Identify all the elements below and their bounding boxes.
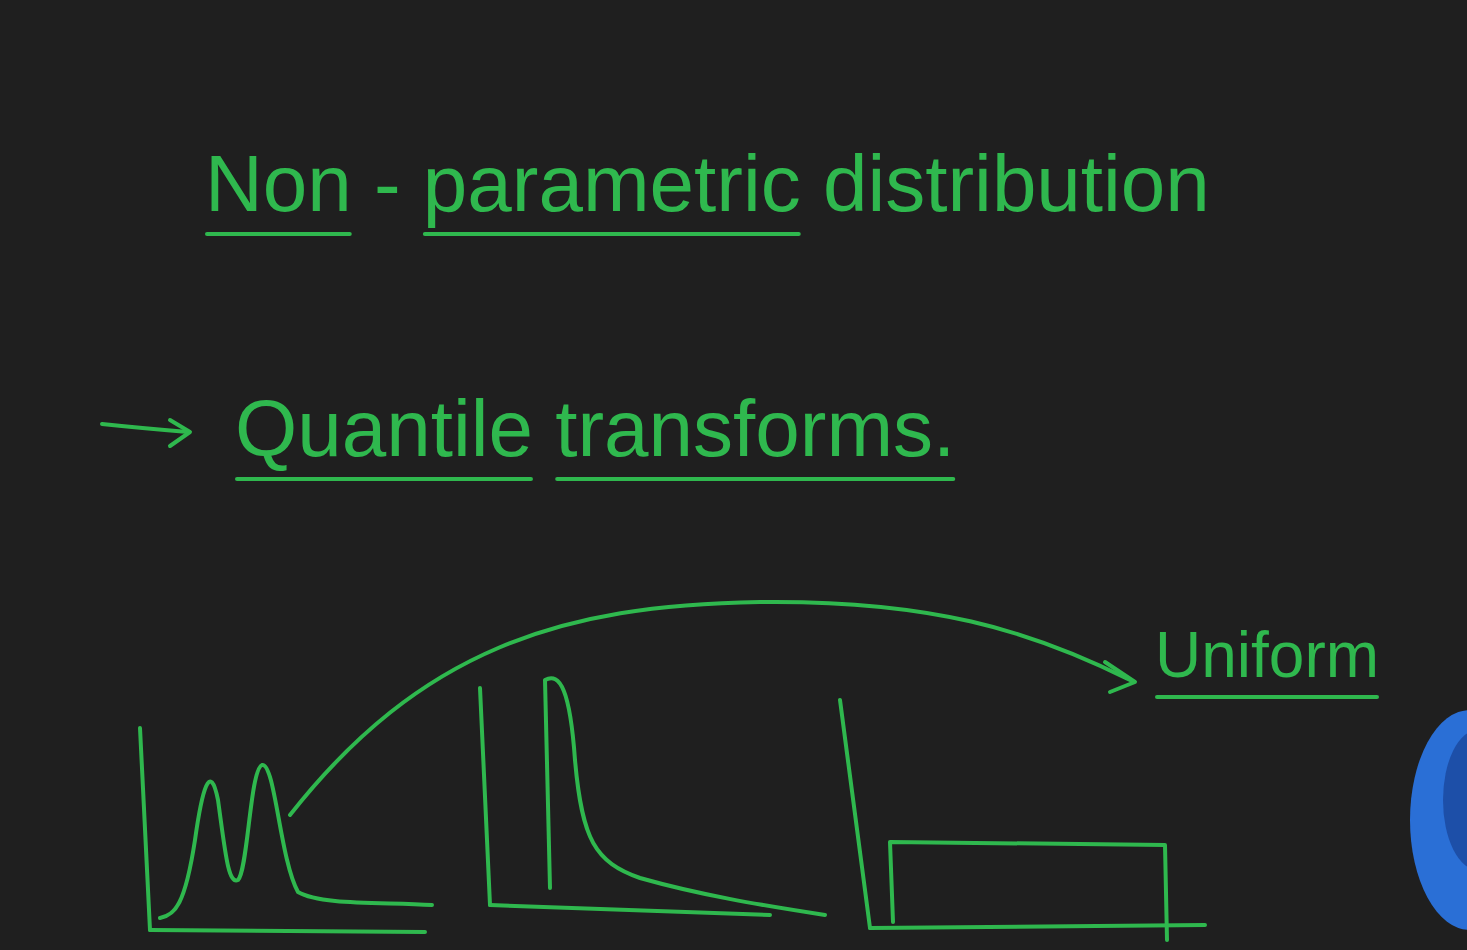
- presenter-avatar: [1443, 730, 1467, 870]
- axis: [480, 688, 490, 905]
- note-label: Uniform: [1155, 620, 1379, 690]
- underline: [237, 477, 531, 481]
- axis: [840, 700, 870, 928]
- title-text: Non - parametric distribution: [205, 140, 1210, 228]
- axis: [140, 728, 150, 930]
- underline: [207, 232, 350, 236]
- axis: [150, 930, 425, 932]
- axis: [490, 905, 770, 915]
- note-label: Quantile transforms.: [235, 385, 955, 473]
- underline: [425, 232, 799, 236]
- bullet-arrow-head: [170, 420, 190, 446]
- presenter-avatar: [1410, 710, 1467, 930]
- transform-arrow-head: [1105, 662, 1135, 692]
- bimodal-curve: [160, 765, 432, 918]
- axis: [870, 925, 1205, 928]
- underline: [1157, 695, 1377, 699]
- transform-arrow: [290, 602, 1130, 815]
- uniform-curve: [890, 842, 1167, 940]
- underline: [557, 477, 953, 481]
- skewed-curve: [545, 678, 825, 915]
